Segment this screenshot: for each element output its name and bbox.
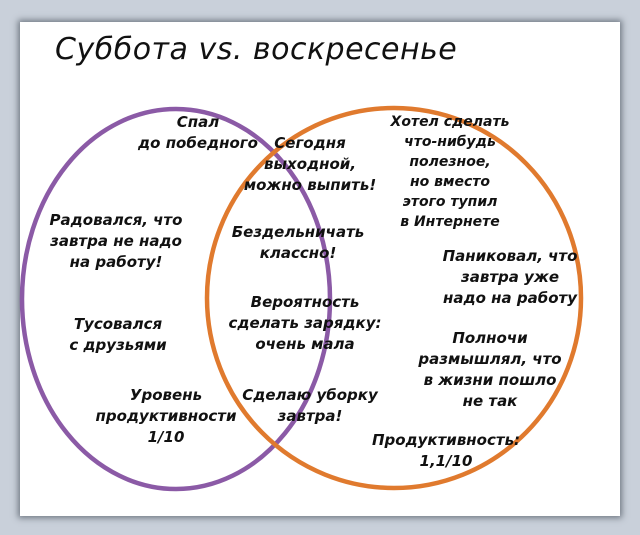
saturday-circle — [19, 106, 333, 492]
sunday-item-midnight: Полночи размышлял, что в жизни пошло не … — [418, 329, 562, 410]
sunday-item-productivity: Продуктивность: 1,1/10 — [371, 431, 521, 470]
both-item-exercise: Вероятность сделать зарядку: очень мала — [228, 293, 382, 353]
saturday-item-sleep: Спал до победного — [138, 113, 258, 152]
diagram-panel — [20, 22, 620, 516]
both-item-cleaning: Сделаю уборку завтра! — [242, 386, 378, 425]
sunday-circle — [204, 105, 584, 491]
both-item-idle: Бездельничать классно! — [231, 223, 365, 262]
saturday-item-glad: Радовался, что завтра не надо на работу! — [49, 211, 183, 271]
both-item-drink: Сегодня выходной, можно выпить! — [243, 134, 377, 194]
sunday-item-panic: Паниковал, что завтра уже надо на работу — [442, 247, 578, 307]
diagram-title: Суббота vs. воскресенье — [55, 32, 458, 67]
saturday-item-friends: Тусовался с друзьями — [69, 315, 167, 354]
saturday-item-productivity: Уровень продуктивности 1/10 — [95, 386, 237, 446]
sunday-item-internet: Хотел сделать что-нибудь полезное, но вм… — [390, 114, 510, 230]
